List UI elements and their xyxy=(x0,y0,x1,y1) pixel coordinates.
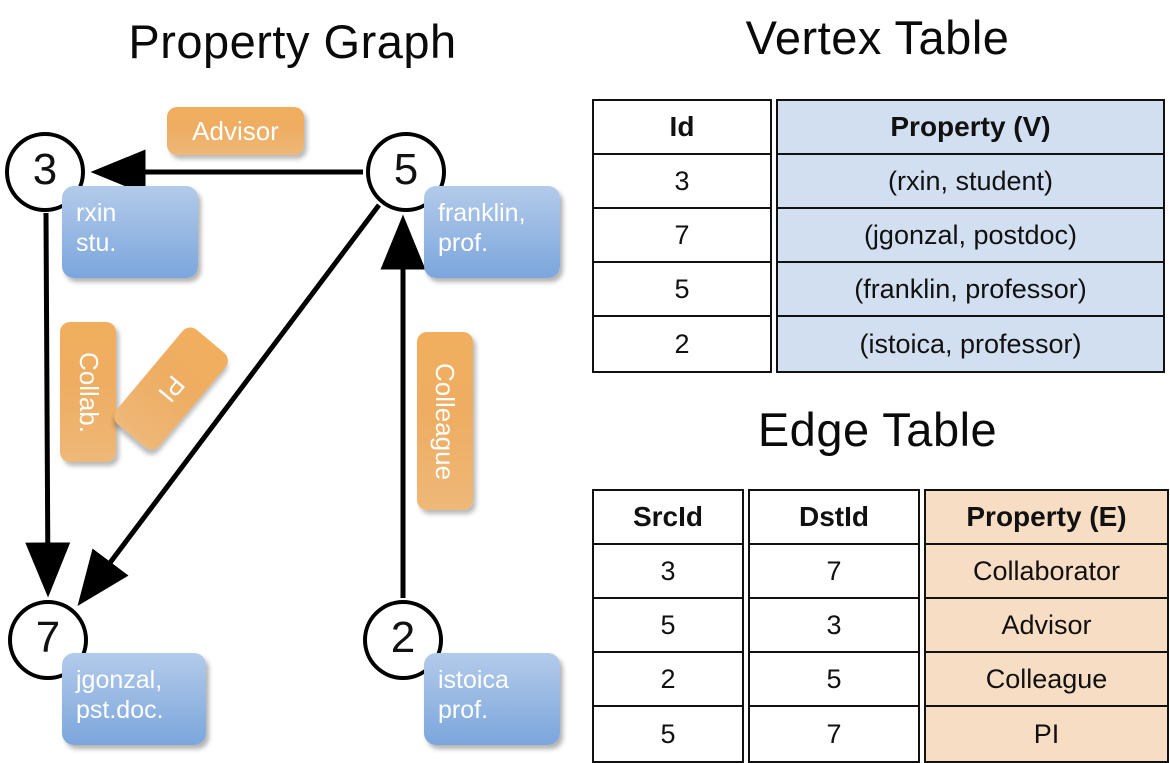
graph-node-3-label: 3 xyxy=(32,145,58,194)
vertex-property-box-jgonzal[interactable]: jgonzal, pst.doc. xyxy=(62,653,206,745)
table-row: 3 xyxy=(750,599,918,653)
table-row: (rxin, student) xyxy=(778,155,1163,209)
page-title-vertex-table: Vertex Table xyxy=(745,11,1010,64)
vertex-property-box-franklin[interactable]: franklin, prof. xyxy=(424,186,560,278)
vertex-property-box-istoica[interactable]: istoica prof. xyxy=(424,653,560,745)
edge-label-advisor[interactable]: Advisor xyxy=(167,107,304,155)
vertex-table-id-column: Id 3 7 5 2 xyxy=(592,99,772,373)
edge-label-advisor-text: Advisor xyxy=(192,115,279,146)
vertex-property-line-2: prof. xyxy=(438,696,489,724)
vertex-table-property-column: Property (V) (rxin, student) (jgonzal, p… xyxy=(776,99,1165,373)
vertex-property-line-1: franklin, xyxy=(438,199,526,227)
graph-node-2[interactable]: 2 xyxy=(363,600,443,680)
edge-table-srcid-column: SrcId 3 5 2 5 xyxy=(592,489,744,763)
vertex-property-line-2: pst.doc. xyxy=(76,696,164,724)
table-row: Advisor xyxy=(926,599,1167,653)
table-row: 7 xyxy=(750,545,918,599)
property-graph-panel: Property Graph 3 5 7 2 rxin stu. frankli… xyxy=(0,0,585,760)
table-row: 7 xyxy=(594,209,770,263)
vertex-property-line-1: jgonzal, xyxy=(76,666,163,694)
page-title-property-graph: Property Graph xyxy=(128,15,457,68)
edge-label-collab-text: Collab. xyxy=(73,351,104,433)
vertex-property-line-1: rxin xyxy=(76,199,117,227)
vertex-property-line-2: stu. xyxy=(76,229,117,257)
vertex-property-line-2: prof. xyxy=(438,229,489,257)
table-row: (franklin, professor) xyxy=(778,263,1163,317)
vertex-table-header-id: Id xyxy=(594,101,770,155)
graph-node-7-label: 7 xyxy=(35,613,61,662)
edge-table: SrcId 3 5 2 5 DstId 7 3 5 7 Property (E)… xyxy=(592,489,1169,763)
edge-table-header-property: Property (E) xyxy=(926,491,1167,545)
edge-label-pi-text: PI xyxy=(151,369,191,408)
edge-label-colleague-text: Colleague xyxy=(430,362,461,480)
graph-node-5-label: 5 xyxy=(393,145,419,194)
table-row: 5 xyxy=(594,599,742,653)
table-row: (istoica, professor) xyxy=(778,317,1163,371)
table-row: (jgonzal, postdoc) xyxy=(778,209,1163,263)
table-row: 2 xyxy=(674,328,690,359)
vertex-property-line-1: istoica xyxy=(438,666,509,694)
edge-table-header-dstid: DstId xyxy=(750,491,918,545)
vertex-table: Id 3 7 5 2 Property (V) (rxin, student) … xyxy=(592,99,1165,373)
edge-table-header-srcid: SrcId xyxy=(594,491,742,545)
vertex-table-header-property: Property (V) xyxy=(778,101,1163,155)
table-row: 3 xyxy=(594,545,742,599)
edge-label-colleague[interactable]: Colleague xyxy=(417,332,473,510)
edge-table-dstid-column: DstId 7 3 5 7 xyxy=(748,489,920,763)
table-row: 3 xyxy=(594,155,770,209)
graph-node-2-label: 2 xyxy=(390,613,416,662)
table-row: Colleague xyxy=(926,653,1167,707)
table-row: 5 xyxy=(594,263,770,317)
edge-table-property-column: Property (E) Collaborator Advisor Collea… xyxy=(924,489,1169,763)
graph-node-5[interactable]: 5 xyxy=(366,132,446,212)
vertex-property-box-rxin[interactable]: rxin stu. xyxy=(62,186,198,278)
edge-line-5-to-7 xyxy=(77,203,381,606)
table-row: Collaborator xyxy=(926,545,1167,599)
table-row: 7 xyxy=(826,718,842,749)
table-row: 5 xyxy=(660,718,676,749)
page-title-edge-table: Edge Table xyxy=(757,403,998,456)
graph-edge-lines xyxy=(25,149,426,606)
edge-label-collab[interactable]: Collab. xyxy=(60,322,116,462)
table-row: PI xyxy=(926,707,1167,761)
table-row: 2 xyxy=(594,653,742,707)
edge-line-3-to-7 xyxy=(25,212,71,598)
table-row: 5 xyxy=(750,653,918,707)
